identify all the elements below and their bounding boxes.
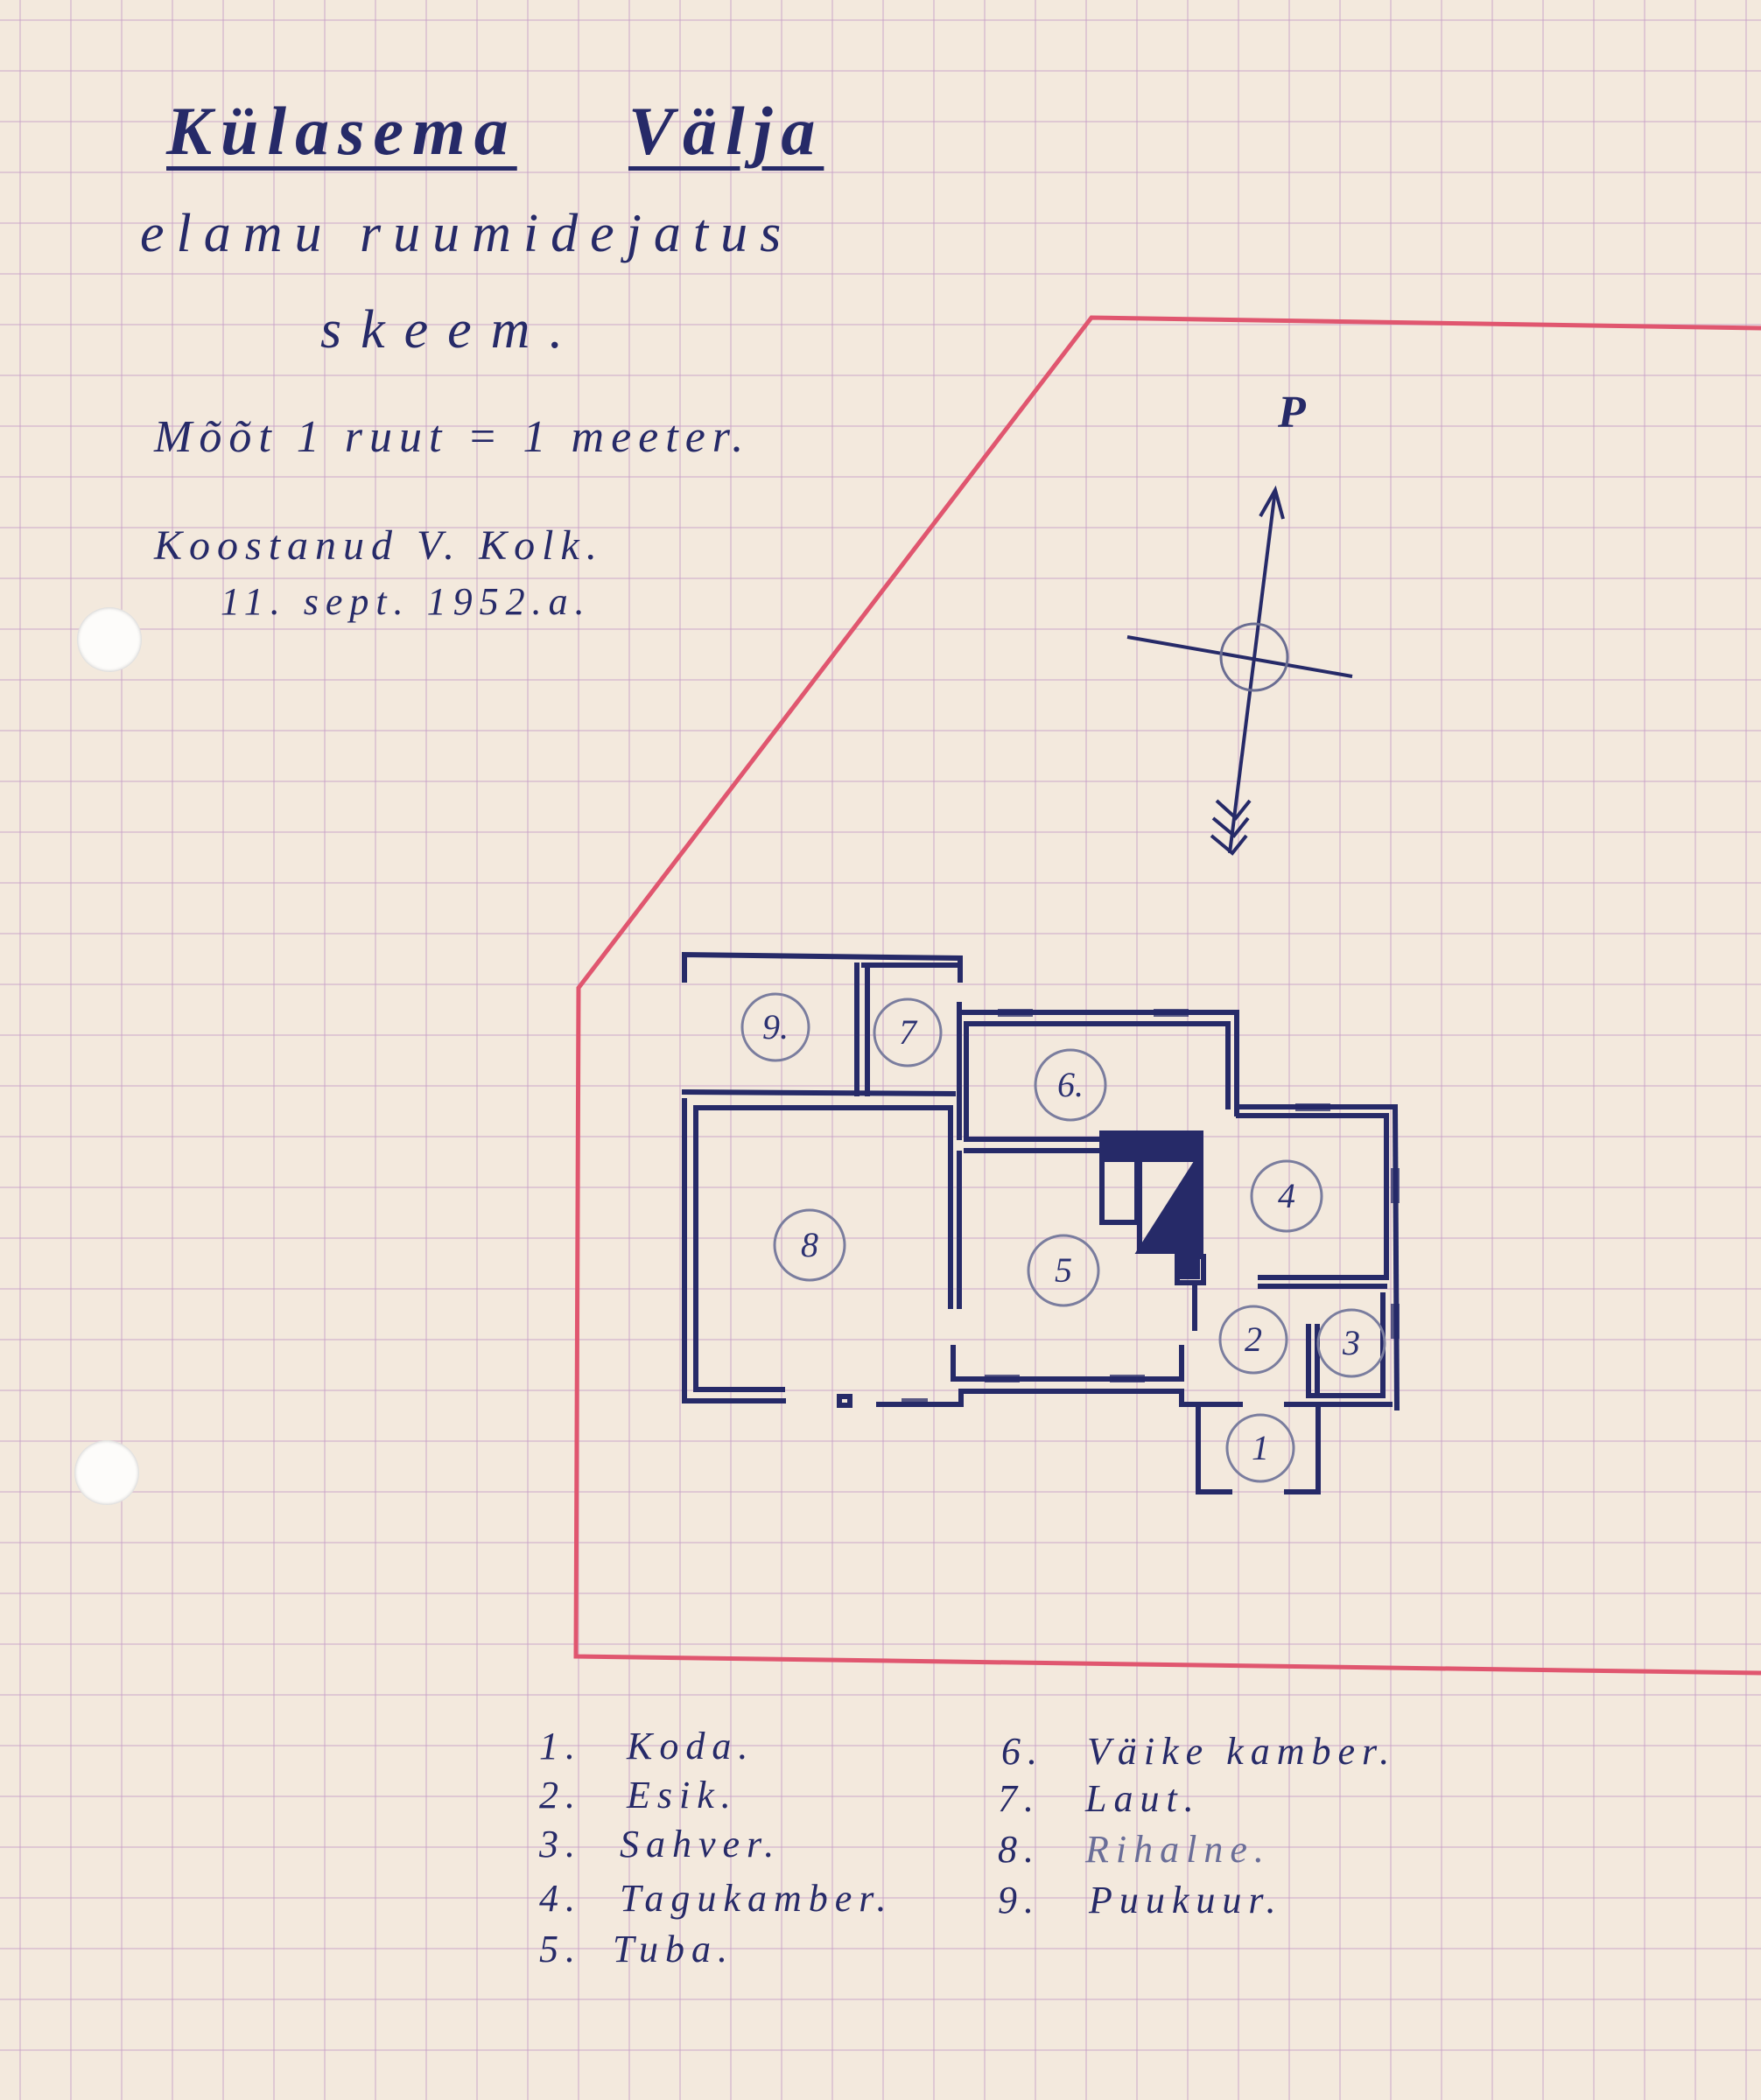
legend-name: Tagukamber. <box>620 1877 894 1920</box>
legend-num: 5. <box>539 1928 582 1970</box>
legend-num: 1. <box>539 1725 582 1768</box>
room-marker-9 <box>740 992 810 1062</box>
room-number-8: 8 <box>801 1225 818 1264</box>
date: 11. sept. 1952.a. <box>221 580 592 623</box>
legend-num: 3. <box>539 1823 582 1866</box>
legend-num: 8. <box>998 1828 1041 1871</box>
room-marker-8 <box>773 1208 846 1282</box>
punch-hole <box>77 607 142 672</box>
room-marker-1 <box>1225 1413 1295 1483</box>
room-marker-4 <box>1250 1159 1323 1233</box>
legend-num: 2. <box>539 1774 582 1816</box>
legend-name: Väike kamber. <box>1087 1730 1397 1773</box>
room-marker-6 <box>1034 1048 1107 1122</box>
legend-name: Sahver. <box>620 1823 782 1866</box>
legend-name: Rihalne. <box>1085 1828 1271 1871</box>
subtitle-scheme: skeem. <box>320 300 582 360</box>
property-boundary <box>573 315 1761 1676</box>
scale-note: Mõõt 1 ruut = 1 meeter. <box>154 412 751 462</box>
room-markers <box>740 992 1386 1483</box>
room-number-7: 7 <box>899 1012 918 1052</box>
legend-name: Tuba. <box>613 1928 735 1970</box>
north-label: P <box>1277 388 1307 438</box>
north-arrow-compass <box>1126 485 1353 856</box>
legend-name: Puukuur. <box>1089 1879 1283 1922</box>
room-marker-2 <box>1218 1305 1288 1375</box>
punch-hole <box>74 1440 139 1505</box>
room-marker-3 <box>1316 1308 1386 1378</box>
room-number-5: 5 <box>1055 1250 1072 1290</box>
author: Koostanud V. Kolk. <box>154 522 604 569</box>
legend-num: 7. <box>998 1777 1041 1820</box>
subtitle: elamu ruumidejatus <box>140 204 794 263</box>
legend-name: Esik. <box>627 1774 738 1816</box>
legend-name: Koda. <box>627 1725 755 1768</box>
room-marker-7 <box>873 998 943 1068</box>
windows <box>902 1009 1400 1406</box>
legend-num: 6. <box>1001 1730 1044 1773</box>
legend-num: 4. <box>539 1877 582 1920</box>
room-number-9: 9. <box>762 1007 789 1046</box>
legend-num: 9. <box>998 1879 1041 1922</box>
room-marker-5 <box>1027 1234 1100 1307</box>
building-walls <box>681 951 1400 1494</box>
room-number-4: 4 <box>1278 1176 1295 1215</box>
room-number-2: 2 <box>1245 1320 1262 1359</box>
room-number-6: 6. <box>1057 1065 1084 1104</box>
room-number-3: 3 <box>1342 1323 1360 1362</box>
legend-name: Laut. <box>1085 1777 1201 1820</box>
room-number-1: 1 <box>1252 1428 1269 1467</box>
title-village: Külasema <box>166 93 517 169</box>
title-farm-name: Välja <box>628 93 824 169</box>
